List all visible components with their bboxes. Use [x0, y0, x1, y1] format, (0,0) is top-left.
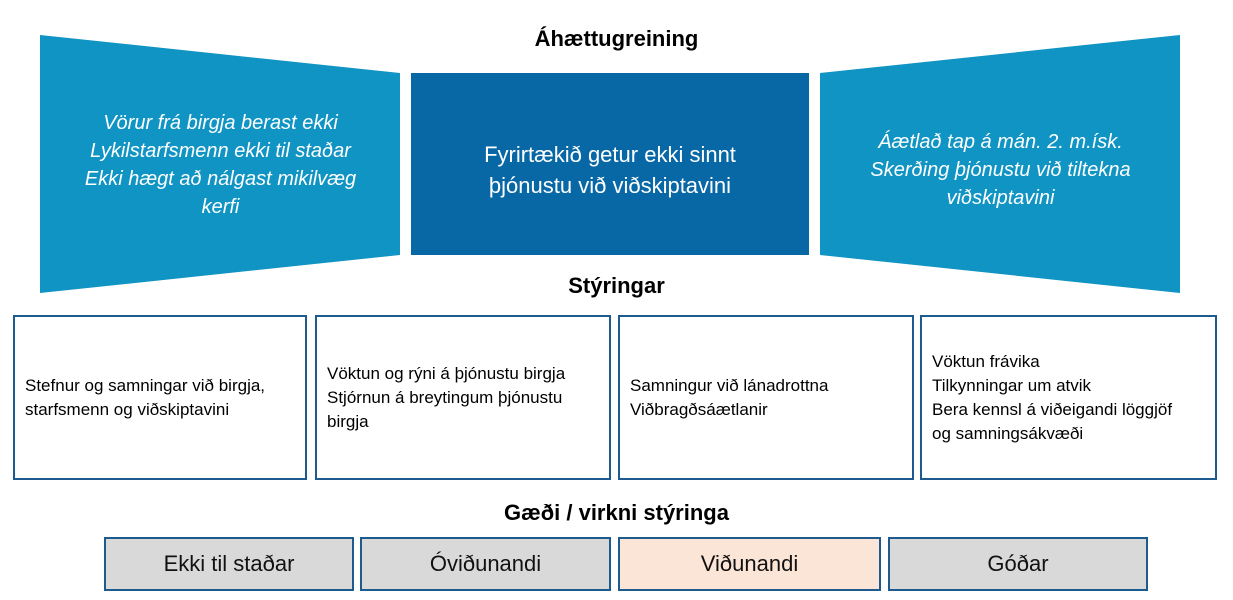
cause-line-1: Vörur frá birgja berast ekki	[103, 112, 338, 134]
control-line: Vöktun og rýni á þjónustu birgja	[327, 363, 566, 383]
cause-line-2: Lykilstarfsmenn ekki til staðar	[90, 140, 351, 162]
consequence-line-3: viðskiptavini	[946, 187, 1055, 209]
control-line: Tilkynningar um atvik	[932, 375, 1092, 395]
event-line-2: þjónustu við viðskiptavini	[488, 173, 732, 198]
control-line: Vöktun frávika	[932, 351, 1040, 371]
consequences-panel	[820, 35, 1180, 293]
controls-title: Stýringar	[568, 273, 665, 298]
control-box-monitoring: Vöktun og rýni á þjónustu birgja Stjórnu…	[315, 315, 611, 480]
causes-panel	[40, 35, 400, 293]
control-line: og samningsákvæði	[932, 423, 1084, 443]
consequence-line-1: Áætlað tap á mán. 2. m.ísk.	[878, 131, 1123, 153]
control-line: birgja	[327, 411, 369, 431]
control-box-incidents: Vöktun frávika Tilkynningar um atvik Ber…	[920, 315, 1217, 480]
consequences-text: Áætlað tap á mán. 2. m.ísk. Skerðing þjó…	[828, 110, 1173, 230]
bowtie-diagram	[40, 35, 1180, 293]
event-text: Fyrirtækið getur ekki sinnt þjónustu við…	[412, 120, 808, 220]
control-box-policies: Stefnur og samningar við birgja, starfsm…	[13, 315, 307, 480]
event-panel	[411, 73, 809, 255]
causes-text: Vörur frá birgja berast ekki Lykilstarfs…	[48, 100, 393, 230]
rating-good[interactable]: Góðar	[888, 537, 1148, 591]
control-quality-title: Gæði / virkni stýringa	[504, 500, 729, 525]
cause-line-3: Ekki hægt að nálgast mikilvæg	[84, 168, 357, 190]
control-box-contingency: Samningur við lánadrottna Viðbragðsáætla…	[618, 315, 914, 480]
risk-analysis-title: Áhættugreining	[534, 26, 699, 51]
control-line: Stjórnun á breytingum þjónustu	[327, 387, 563, 407]
rating-unacceptable[interactable]: Óviðunandi	[360, 537, 611, 591]
cause-line-4: kerfi	[201, 196, 240, 218]
control-line: starfsmenn og viðskiptavini	[25, 399, 230, 419]
control-line: Samningur við lánadrottna	[630, 375, 829, 395]
consequence-line-2: Skerðing þjónustu við tiltekna	[870, 159, 1131, 181]
control-line: Viðbragðsáætlanir	[630, 399, 768, 419]
control-line: Stefnur og samningar við birgja,	[25, 375, 266, 395]
rating-not-present[interactable]: Ekki til staðar	[104, 537, 354, 591]
rating-acceptable[interactable]: Viðunandi	[618, 537, 881, 591]
event-line-1: Fyrirtækið getur ekki sinnt	[484, 142, 736, 167]
control-line: Bera kennsl á viðeigandi löggjöf	[932, 399, 1173, 419]
